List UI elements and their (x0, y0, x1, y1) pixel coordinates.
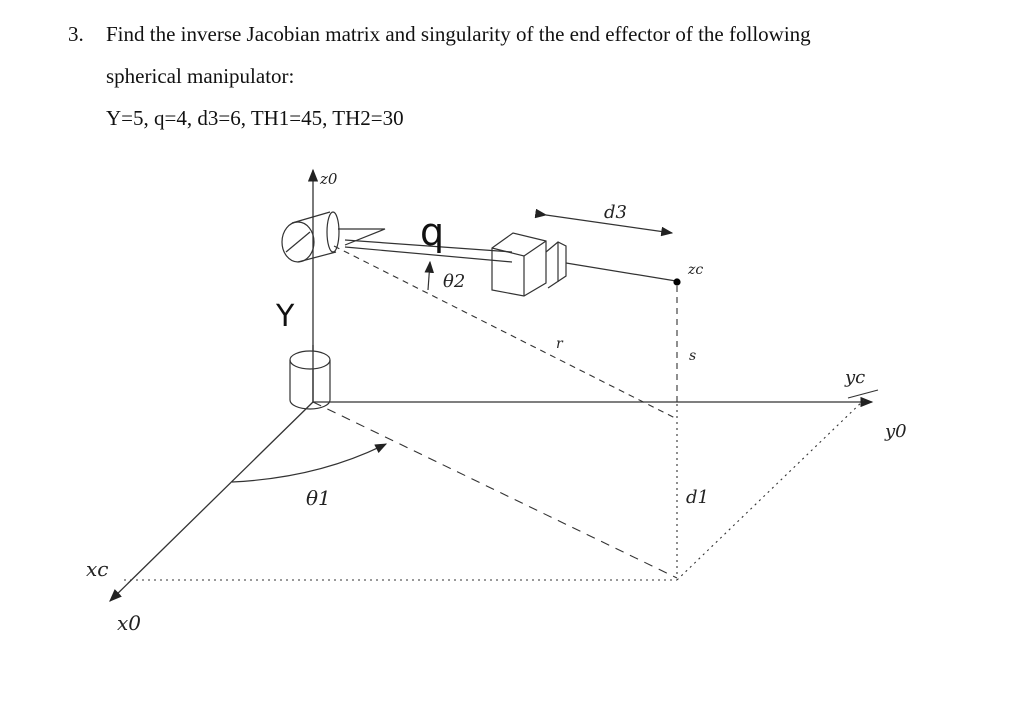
shoulder-joint-cylinder (281, 211, 340, 263)
label-yc: yc (844, 367, 865, 388)
question-line-2: spherical manipulator: (106, 64, 295, 88)
prismatic-joint-block (491, 232, 567, 297)
label-z0: z0 (319, 170, 338, 188)
theta1-arc (231, 443, 388, 483)
question-parameters: Y=5, q=4, d3=6, TH1=45, TH2=30 (106, 106, 404, 130)
theta2-arrow (424, 260, 435, 291)
link-q (338, 228, 513, 263)
base-joint-cylinder (289, 350, 331, 410)
label-q: q (420, 210, 444, 254)
label-x0: x0 (117, 611, 141, 635)
d3-dimension-arrow (534, 208, 674, 237)
label-s: s (689, 348, 696, 364)
label-d3: d3 (604, 202, 627, 223)
label-d1: d1 (686, 487, 709, 508)
question-line-1: Find the inverse Jacobian matrix and sin… (106, 22, 811, 46)
label-r: r (556, 336, 564, 352)
x0-axis (109, 401, 314, 602)
r-dashed-line (333, 245, 678, 420)
label-theta2: θ2 (443, 271, 465, 292)
yc-dotted-line (676, 397, 867, 581)
end-effector-point (673, 278, 681, 286)
label-xc: xc (86, 557, 108, 581)
label-y0: y0 (884, 421, 907, 442)
label-zc: zc (687, 262, 703, 278)
extension-link (565, 262, 677, 282)
question-number: 3. (68, 22, 84, 46)
base-projection-line (312, 401, 678, 579)
label-theta1: θ1 (306, 486, 331, 510)
label-Y: Y (275, 299, 295, 334)
